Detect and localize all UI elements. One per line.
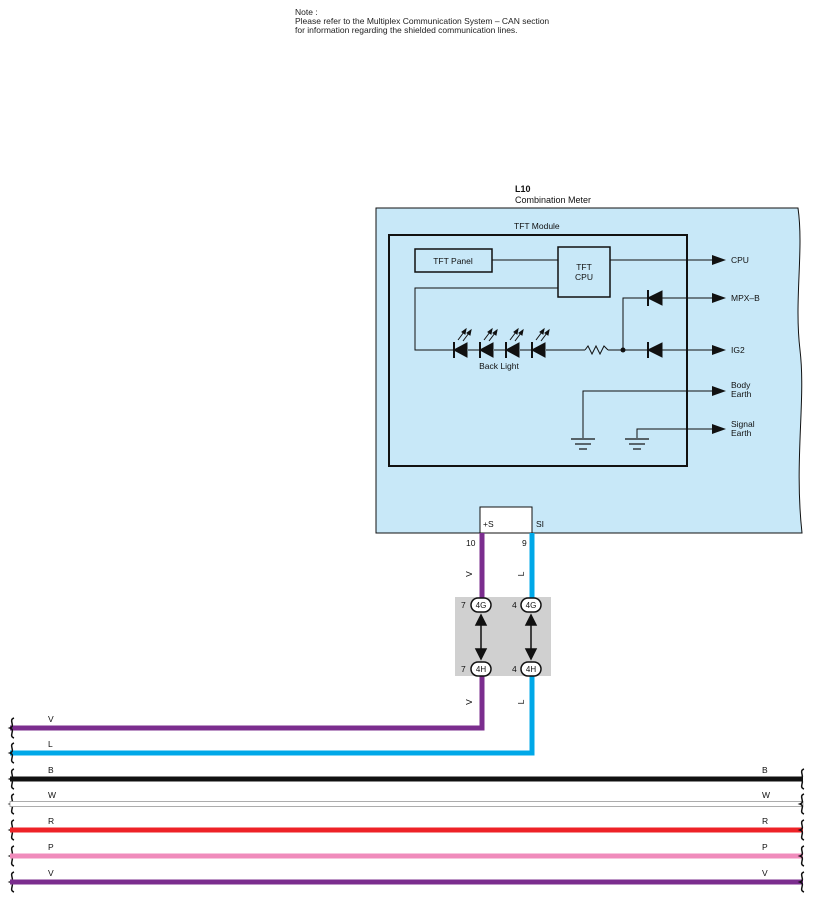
- harness-left-bracket: [7, 717, 15, 739]
- harness-wire-code-right: V: [762, 868, 768, 878]
- harness-right-bracket: [797, 845, 805, 867]
- wire-code-l-upper: L: [516, 571, 526, 576]
- harness-wire-code: P: [48, 842, 54, 852]
- wire-code-l-lower: L: [516, 699, 526, 704]
- harness-wire-code: V: [48, 714, 54, 724]
- harness-wire-code: B: [48, 765, 54, 775]
- signal-earth-ground-icon: [625, 438, 649, 450]
- pin-si-number: 9: [522, 538, 527, 548]
- output-signal-earth-1: Signal: [731, 419, 755, 429]
- vertical-wires: [10, 533, 535, 756]
- harness-wire-code: W: [48, 790, 56, 800]
- harness-wire-code-right: P: [762, 842, 768, 852]
- output-ig2: IG2: [731, 345, 745, 355]
- junction-pin-7-bottom: 7: [461, 664, 466, 674]
- harness-wire-code: L: [48, 739, 53, 749]
- meter-name: Combination Meter: [515, 195, 591, 205]
- harness-right-bracket: [797, 793, 805, 815]
- meter-code: L10: [515, 184, 531, 194]
- module-title: TFT Module: [514, 221, 560, 231]
- harness-wire: [9, 801, 804, 807]
- harness-wire-code-right: W: [762, 790, 770, 800]
- led-emission-arrows: [457, 327, 550, 342]
- note-line-2: for information regarding the shielded c…: [295, 25, 518, 35]
- note: Note : Please refer to the Multiplex Com…: [295, 8, 549, 35]
- junction-pin-4-bottom: 4: [512, 664, 517, 674]
- back-light-label: Back Light: [479, 361, 519, 371]
- note-heading: Note :: [295, 7, 318, 17]
- tft-cpu-box: [557, 246, 611, 298]
- tft-panel-label: TFT Panel: [433, 256, 473, 266]
- junction-pin-4-top: 4: [512, 600, 517, 610]
- harness-wire-code: V: [48, 868, 54, 878]
- junction-links: [474, 613, 538, 661]
- junction-pin-4g-left: [470, 597, 492, 613]
- junction-label-4h-left: 4H: [476, 665, 486, 674]
- pin-s-number: 10: [466, 538, 476, 548]
- mpx-diode: [646, 290, 663, 306]
- tft-cpu-label-2: CPU: [575, 272, 593, 282]
- junction-pin-7-top: 7: [461, 600, 466, 610]
- junction-label-4h-right: 4H: [526, 665, 536, 674]
- meter-body: [375, 207, 803, 534]
- harness-bundle: V L B B W W R R P P V V: [7, 714, 805, 893]
- junction-label-4g-right: 4G: [526, 601, 537, 610]
- note-line-1: Please refer to the Multiplex Communicat…: [295, 16, 550, 26]
- meter-connector: [479, 506, 533, 534]
- output-body-earth-2: Earth: [731, 389, 752, 399]
- junction-pin-4h-right: [520, 661, 542, 677]
- junction-label-4g-left: 4G: [476, 601, 487, 610]
- back-light-leds: [452, 342, 546, 358]
- ig2-diode: [646, 342, 663, 358]
- output-mpx-b: MPX–B: [731, 293, 760, 303]
- harness-right-bracket: [797, 819, 805, 841]
- internal-wiring: [414, 259, 712, 438]
- harness-wire-code: R: [48, 816, 54, 826]
- pin-s-label: +S: [483, 519, 494, 529]
- harness-wire-code-right: B: [762, 765, 768, 775]
- harness-wire-code-right: R: [762, 816, 768, 826]
- output-cpu: CPU: [731, 255, 749, 265]
- harness-right-bracket: [797, 871, 805, 893]
- body-earth-ground-icon: [571, 438, 595, 450]
- pin-si-label: SI: [536, 519, 544, 529]
- harness-right-bracket: [797, 768, 805, 790]
- tft-cpu-label-1: TFT: [576, 262, 592, 272]
- junction-dot: [620, 347, 626, 353]
- junction-pin-4g-right: [520, 597, 542, 613]
- junction-pin-4h-left: [470, 661, 492, 677]
- harness-left-bracket: [7, 742, 15, 764]
- wire-code-v-upper: V: [464, 571, 474, 577]
- output-body-earth-1: Body: [731, 380, 751, 390]
- output-arrows: [712, 255, 726, 434]
- wire-code-v-lower: V: [464, 699, 474, 705]
- output-signal-earth-2: Earth: [731, 428, 752, 438]
